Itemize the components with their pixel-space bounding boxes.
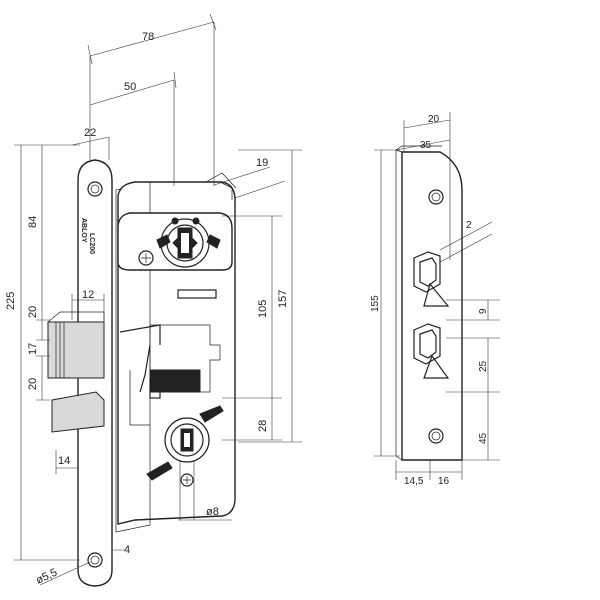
dim-84: 84 (27, 216, 39, 228)
dead-bolt (47, 311, 105, 379)
strike-pocket-upper (413, 251, 450, 307)
dim-28: 28 (257, 420, 269, 432)
dim-157: 157 (277, 290, 289, 308)
plate-dimension-lines (374, 112, 500, 480)
dim-20-upper: 20 (27, 306, 39, 318)
dim-105: 105 (257, 300, 269, 318)
dim-dia-8: ø8 (206, 506, 219, 518)
dim-17: 17 (27, 343, 39, 355)
dim-20-lower: 20 (27, 378, 39, 390)
lock-dimension-lines (14, 13, 302, 586)
plate-dim-45: 45 (478, 432, 489, 444)
dim-12: 12 (82, 289, 94, 301)
dim-50: 50 (124, 81, 136, 93)
plate-dim-2: 2 (466, 220, 472, 231)
lower-spindle-housing (146, 405, 224, 487)
dim-225: 225 (5, 292, 17, 310)
plate-dim-35: 35 (420, 140, 432, 151)
brand-label: ABLOY (80, 218, 87, 243)
plate-dim-14-5: 14,5 (404, 476, 424, 487)
case-slot (177, 289, 217, 299)
plate-dim-155: 155 (370, 295, 381, 312)
dim-dia-5-5: ø5,5 (34, 567, 59, 587)
dim-78: 78 (142, 31, 154, 43)
upper-spindle-housing (117, 212, 233, 271)
dim-4: 4 (124, 544, 130, 556)
plate-dim-20: 20 (428, 114, 440, 125)
model-label: LC200 (88, 233, 95, 254)
strike-pocket-lower (413, 323, 450, 379)
mortise-lock-drawing: ABLOY LC200 (5, 13, 302, 587)
dim-19: 19 (256, 157, 268, 169)
plate-dim-16: 16 (438, 476, 450, 487)
dim-22: 22 (84, 127, 96, 139)
strike-plate (395, 145, 463, 461)
latch-bolt (51, 391, 105, 433)
latch-mechanism (119, 324, 221, 426)
plate-dim-25: 25 (478, 360, 489, 372)
plate-dim-9: 9 (478, 308, 489, 314)
strike-plate-drawing: 20 35 2 155 9 25 45 14,5 16 (370, 112, 500, 487)
dim-14: 14 (58, 455, 70, 467)
plate-dimension-labels: 20 35 2 155 9 25 45 14,5 16 (370, 114, 489, 487)
